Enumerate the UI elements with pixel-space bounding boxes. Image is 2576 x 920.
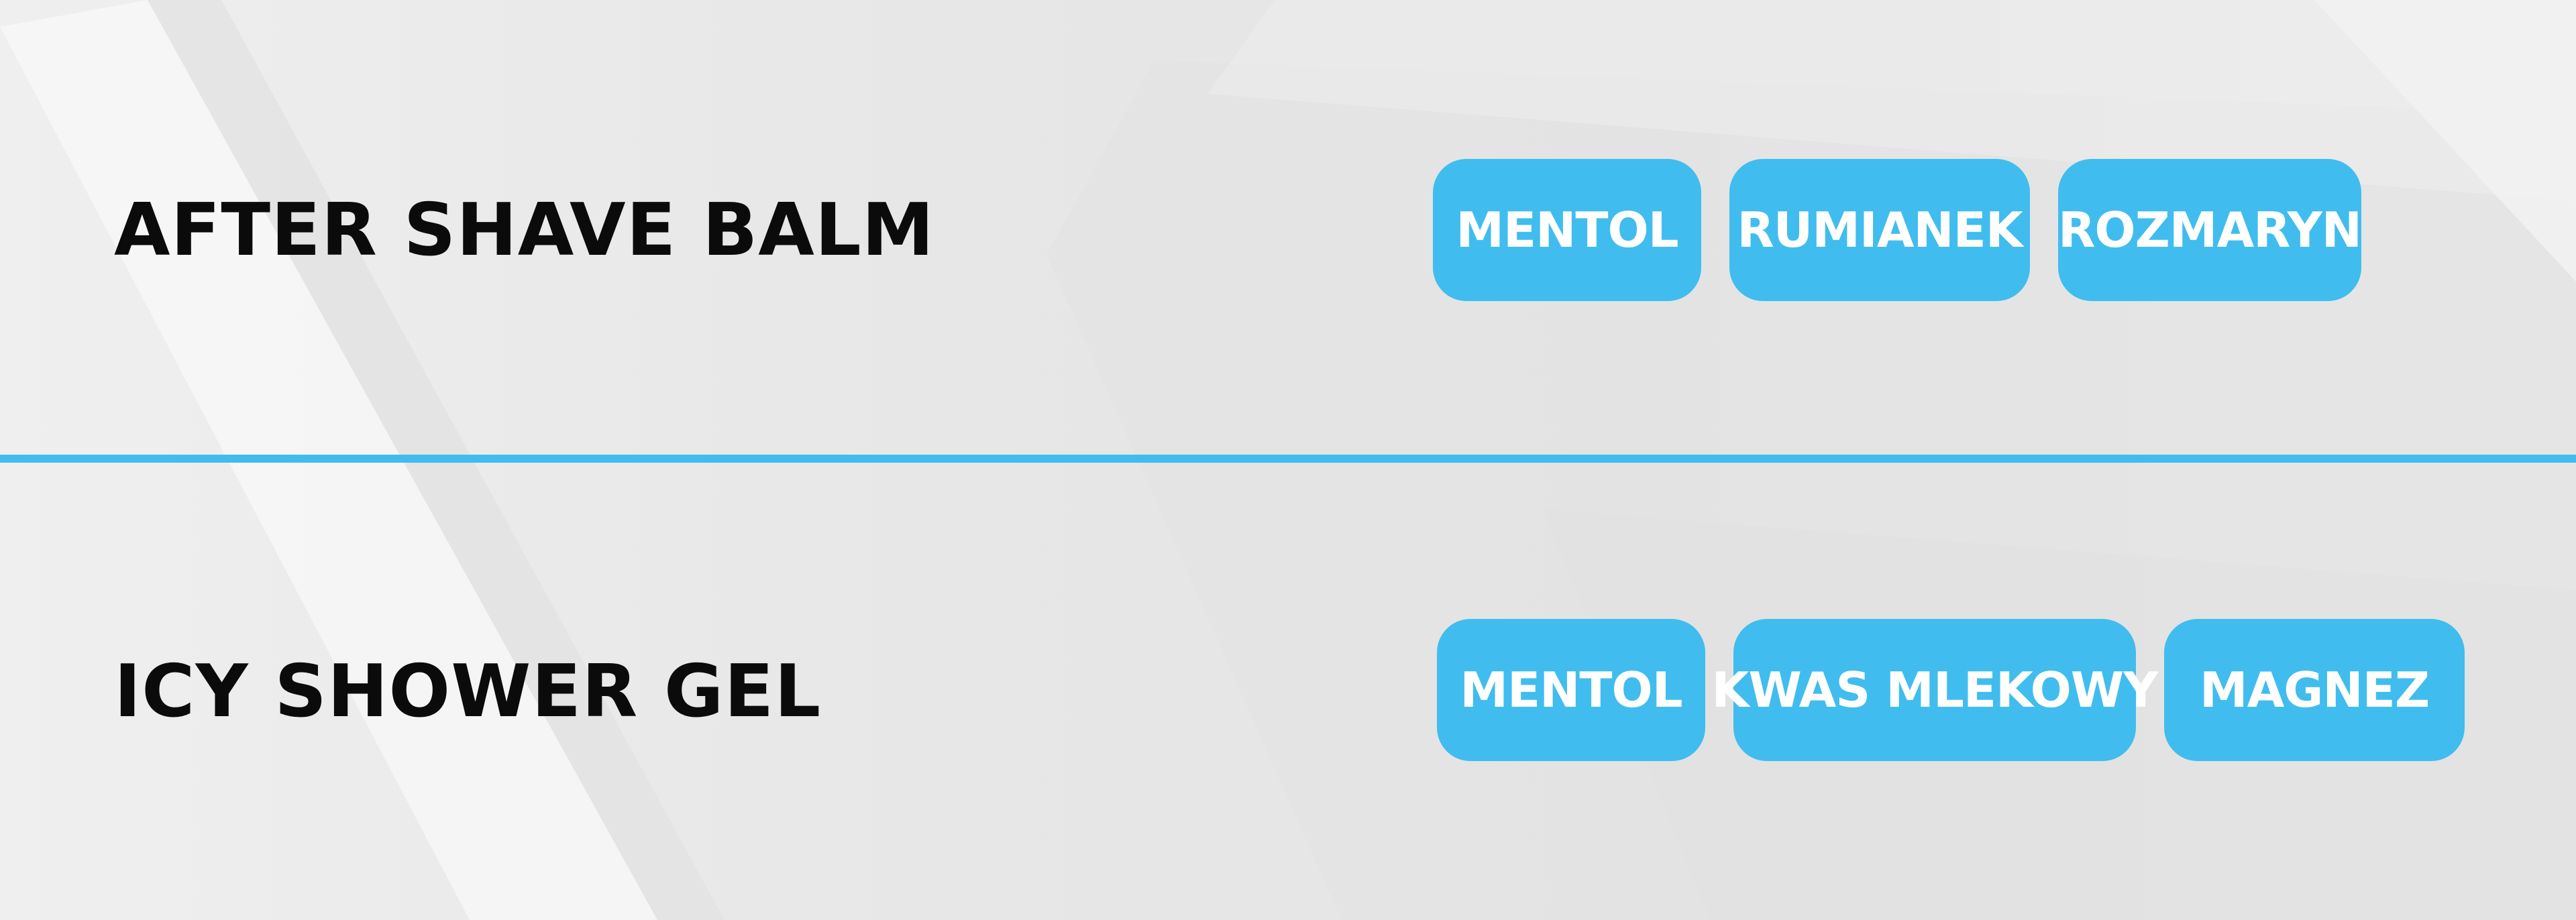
ingredient-tag: RUMIANEK xyxy=(1729,159,2030,301)
product-title: ICY SHOWER GEL xyxy=(114,650,822,734)
ingredient-tag: MENTOL xyxy=(1437,619,1705,761)
ingredient-tag: KWAS MLEKOWY xyxy=(1712,619,2158,761)
product-title: AFTER SHAVE BALM xyxy=(114,188,935,272)
ingredient-tags: MENTOL RUMIANEK ROZMARYN xyxy=(1433,159,2362,301)
product-row-after-shave-balm: AFTER SHAVE BALM MENTOL RUMIANEK ROZMARY… xyxy=(0,0,2576,456)
ingredient-tag: MENTOL xyxy=(1433,159,1701,301)
ingredient-tags: MENTOL KWAS MLEKOWY MAGNEZ xyxy=(1437,619,2465,761)
section-divider xyxy=(0,455,2576,463)
product-row-icy-shower-gel: ICY SHOWER GEL MENTOL KWAS MLEKOWY MAGNE… xyxy=(0,463,2576,920)
ingredient-tag: MAGNEZ xyxy=(2164,619,2465,761)
ingredient-tag: ROZMARYN xyxy=(2058,159,2362,301)
